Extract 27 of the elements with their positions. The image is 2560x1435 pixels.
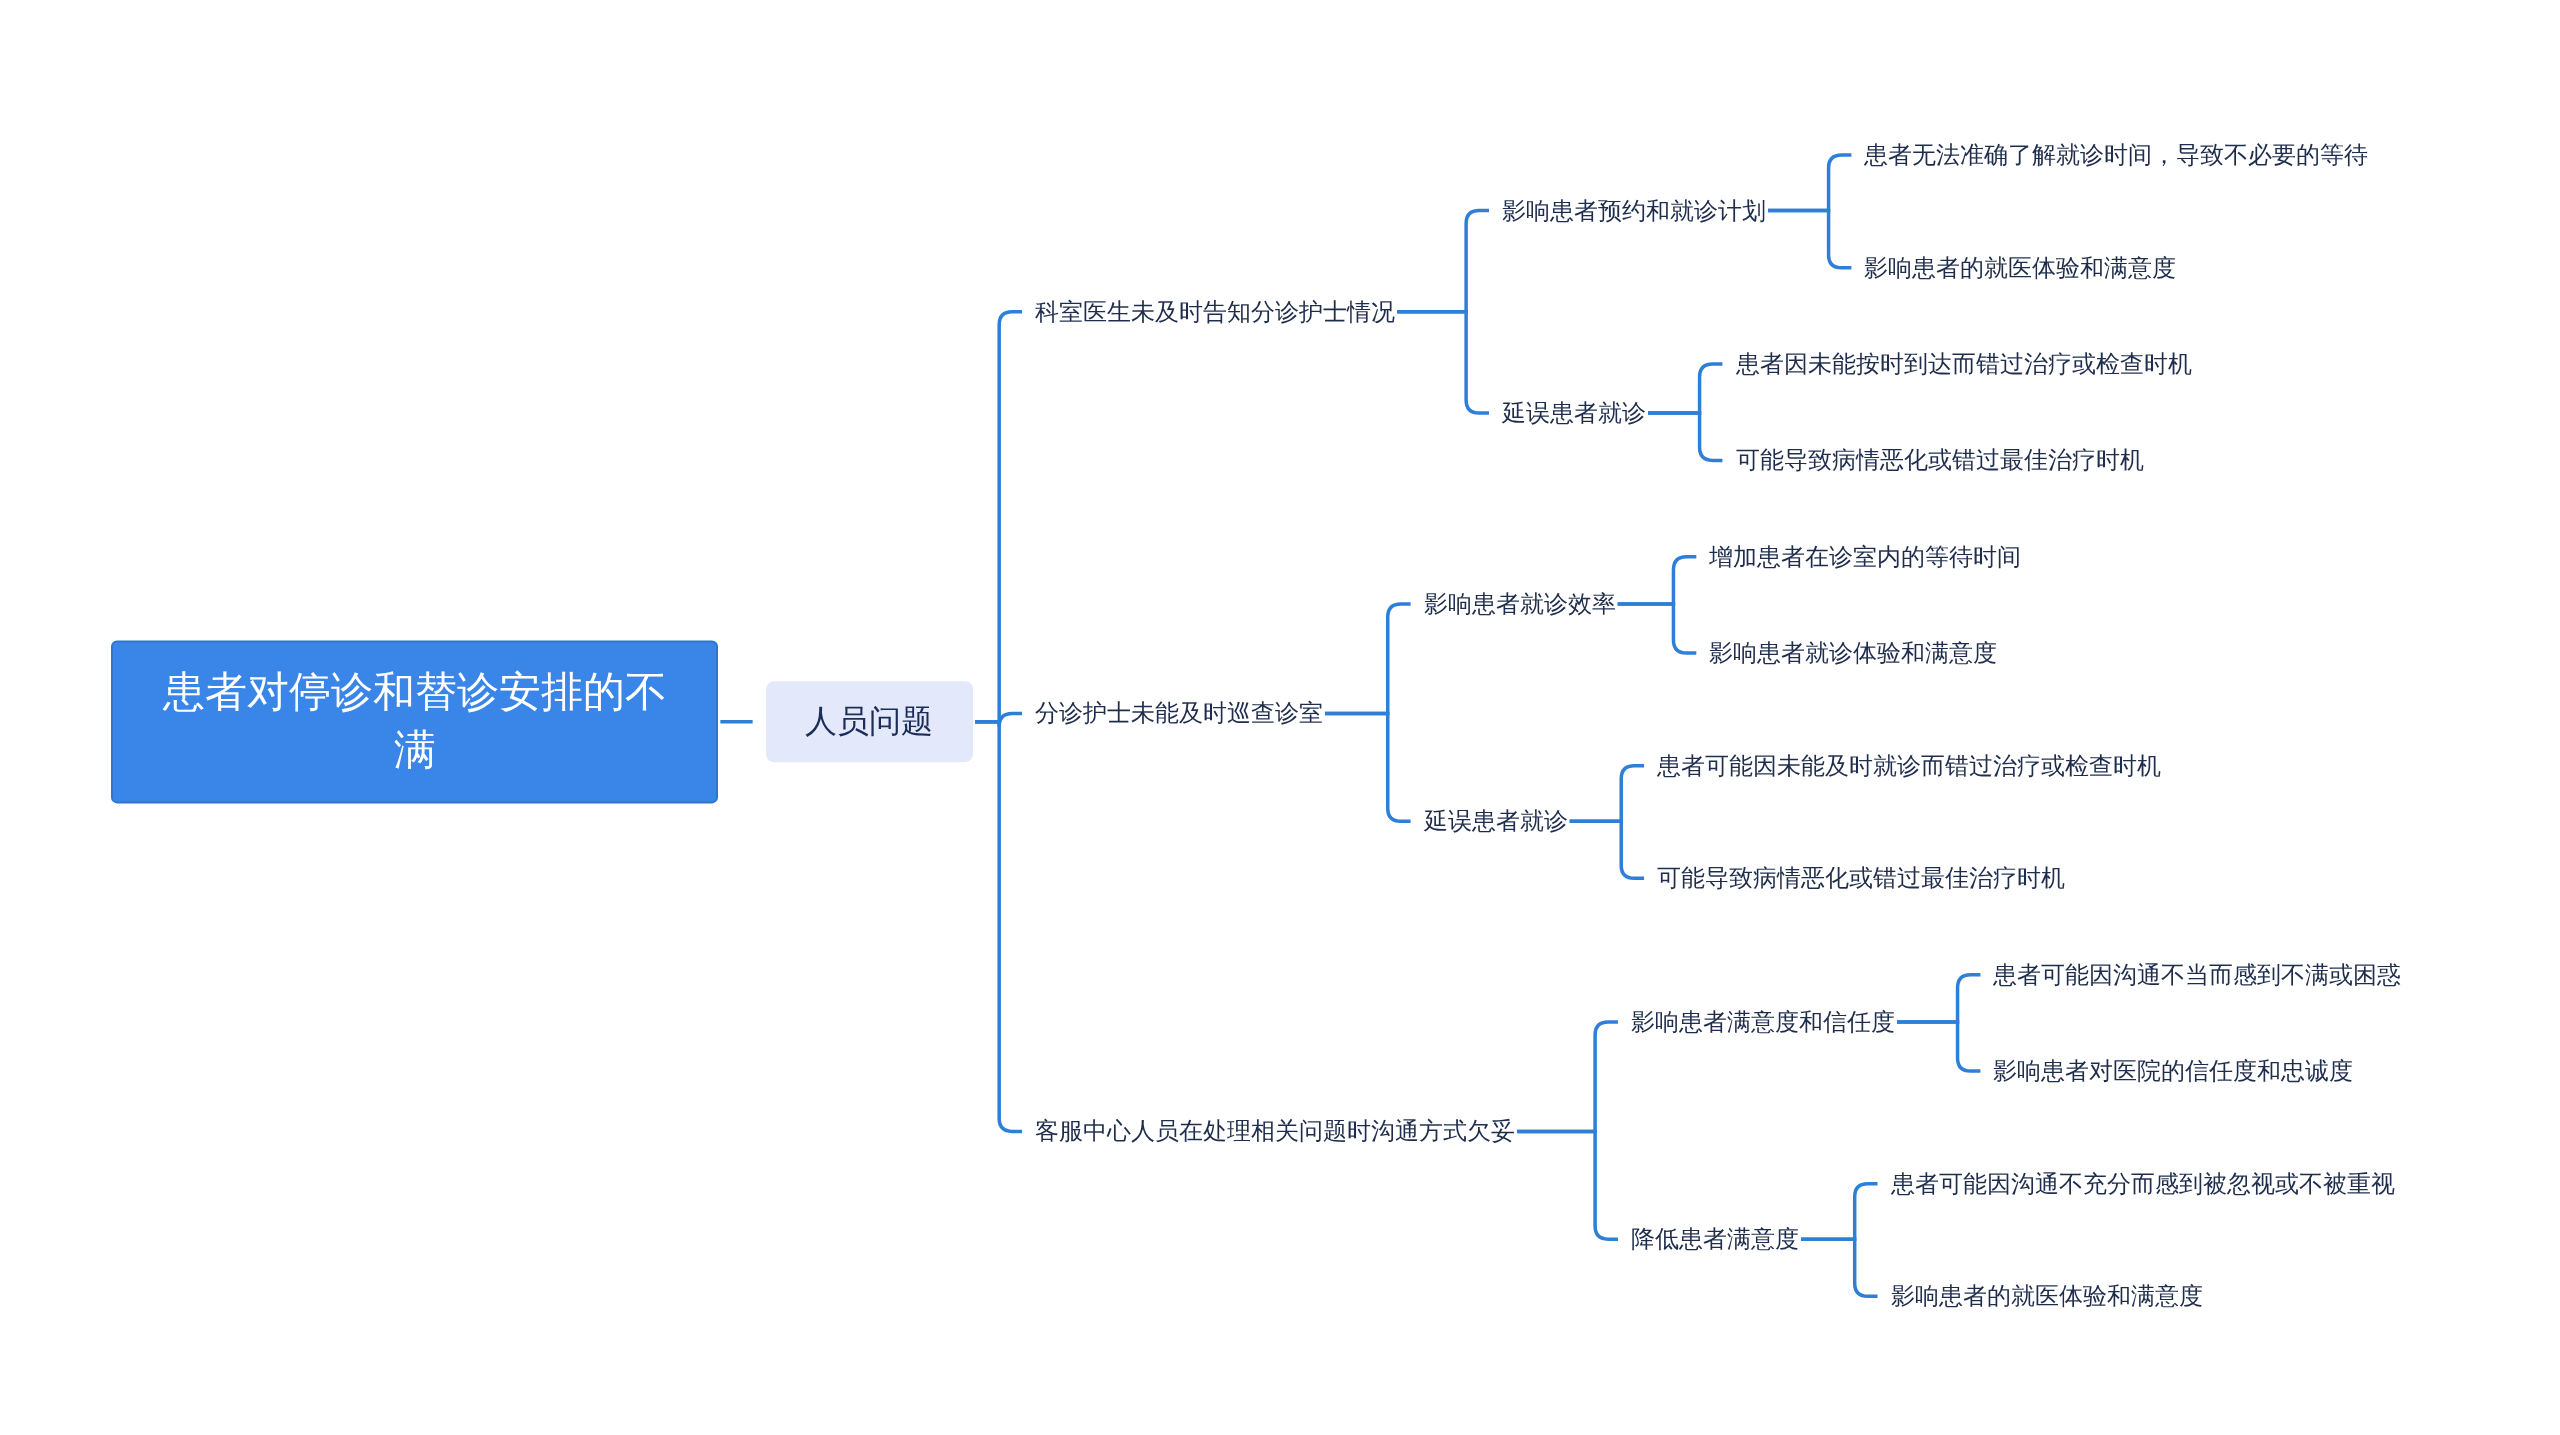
- topic-text: 患者因未能按时到达而错过治疗或检查时机: [1735, 347, 2192, 381]
- topic-text: 影响患者对医院的信任度和忠诚度: [1993, 1054, 2354, 1088]
- topic-text: 延误患者就诊: [1502, 396, 1647, 430]
- topic-text: 影响患者就诊效率: [1423, 587, 1616, 621]
- connector-line: [1897, 1020, 1981, 1073]
- topic-text: 可能导致病情恶化或错过最佳治疗时机: [1657, 861, 2066, 895]
- topic-text: 影响患者满意度和信任度: [1631, 1005, 1895, 1039]
- topic-text: 科室医生未及时告知分诊护士情况: [1035, 295, 1396, 329]
- topic-text: 分诊护士未能及时巡查诊室: [1035, 696, 1324, 730]
- topic-text: 影响患者的就医体验和满意度: [1890, 1279, 2203, 1313]
- connector-line: [720, 719, 753, 724]
- topic-text: 影响患者的就医体验和满意度: [1864, 251, 2177, 285]
- topic-text: 患者可能因沟通不充分而感到被忽视或不被重视: [1890, 1167, 2422, 1201]
- topic-text: 影响患者预约和就诊计划: [1502, 194, 1767, 228]
- topic-box: 人员问题: [765, 680, 974, 763]
- topic-text: 患者可能因未能及时就诊而错过治疗或检查时机: [1657, 749, 2188, 783]
- topic-text: 影响患者就诊体验和满意度: [1709, 636, 1998, 670]
- topic-text: 患者无法准确了解就诊时间，导致不必要的等待: [1864, 138, 2396, 172]
- topic-text: 延误患者就诊: [1423, 804, 1568, 838]
- topic-text: 可能导致病情恶化或错过最佳治疗时机: [1735, 443, 2144, 477]
- topic-text: 增加患者在诊室内的等待时间: [1709, 540, 2022, 574]
- central-topic-box: 患者对停诊和替诊安排的不满: [111, 640, 719, 804]
- topic-text: 客服中心人员在处理相关问题时沟通方式欠妥: [1035, 1114, 1516, 1148]
- topic-text: 降低患者满意度: [1631, 1222, 1799, 1256]
- connector-line: [1617, 602, 1697, 655]
- connector-line: [1648, 411, 1723, 463]
- topic-text: 患者可能因沟通不当而感到不满或困惑: [1993, 958, 2402, 992]
